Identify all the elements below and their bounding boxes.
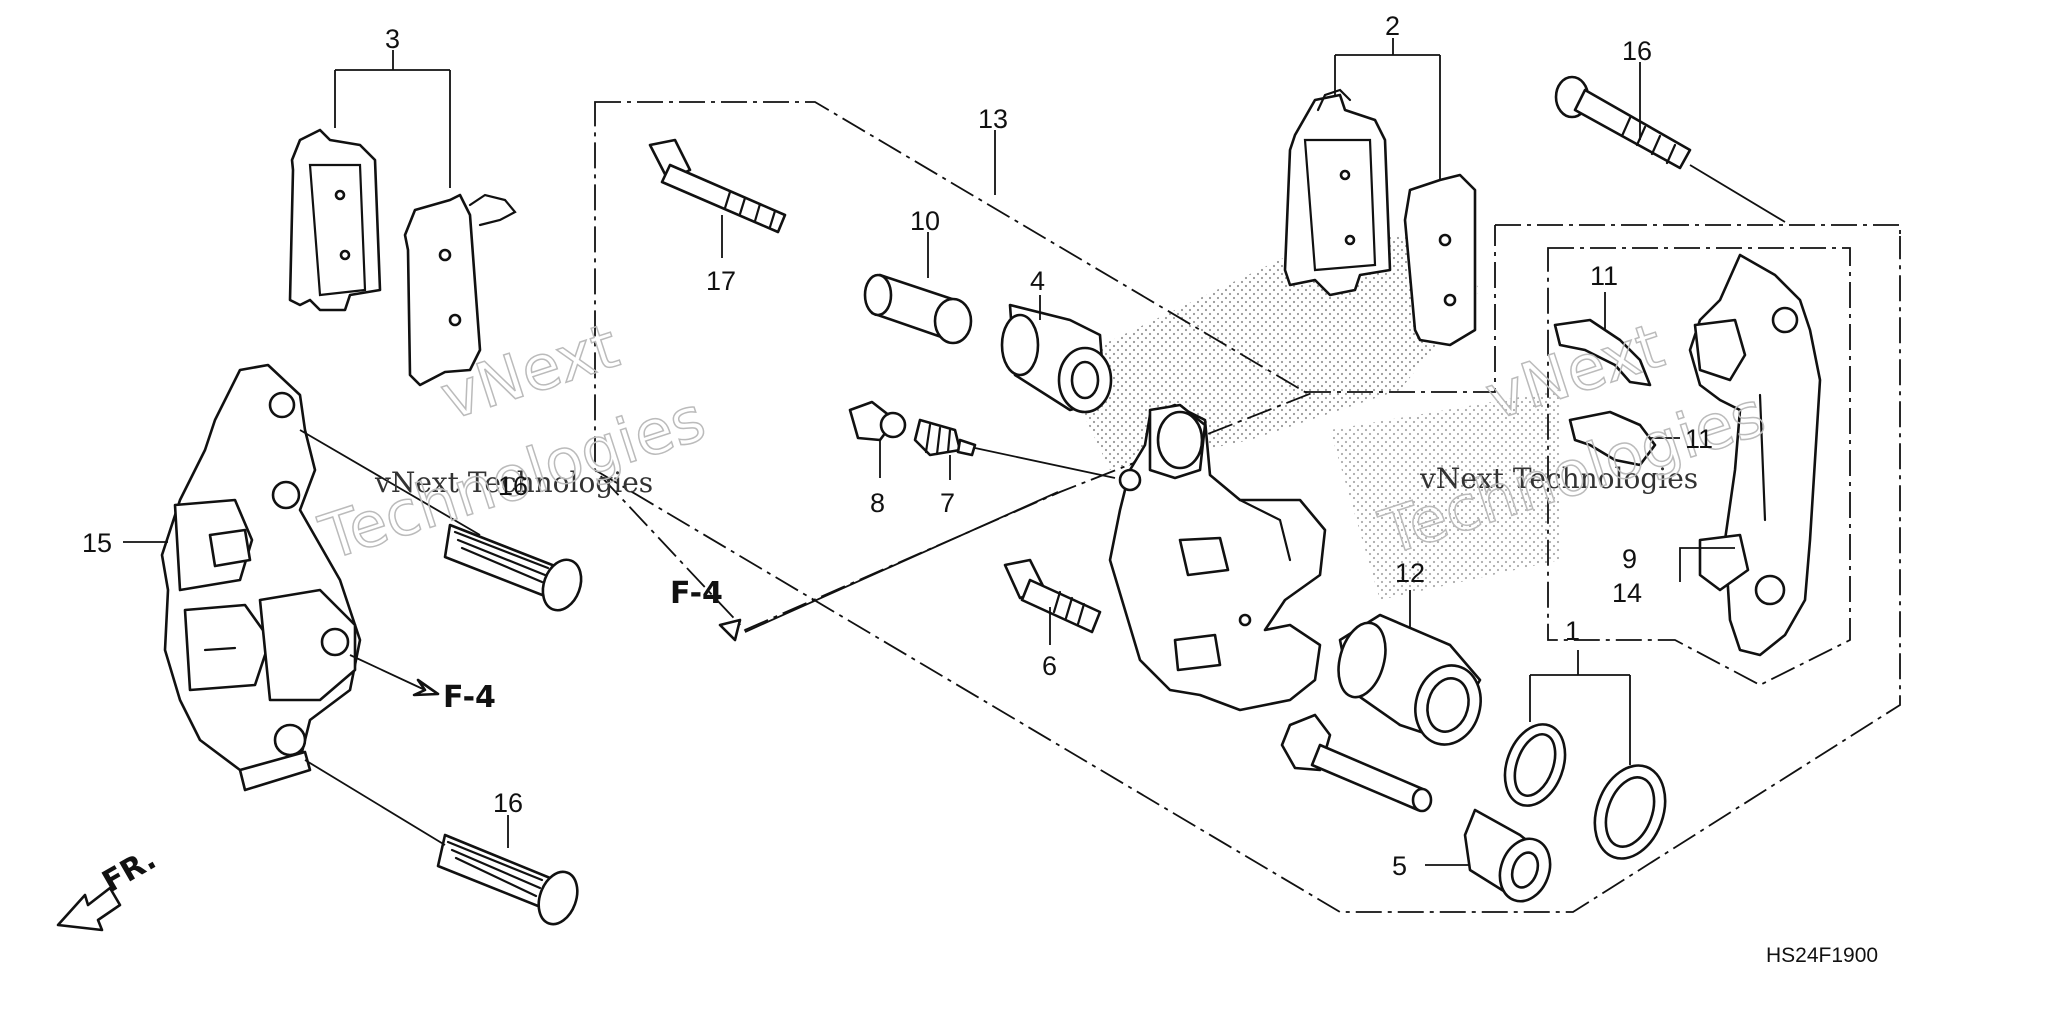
caliper-body-13[interactable] <box>1108 403 1327 712</box>
callout-16-upper-right: 16 <box>1622 36 1652 66</box>
piston-seal-set-1[interactable] <box>1494 716 1677 868</box>
reference-labels: F-4 F-4 FR. HS24F1900 <box>97 576 1879 967</box>
bolt-16-upper-right[interactable] <box>1554 75 1692 170</box>
callout-7: 7 <box>940 488 955 518</box>
slide-pin-5[interactable] <box>1280 713 1558 908</box>
callout-16-left-lower: 16 <box>493 788 523 818</box>
front-direction-arrow-icon <box>56 886 122 932</box>
bolt-6[interactable] <box>1003 558 1102 634</box>
bleeder-cap-8[interactable] <box>848 400 907 442</box>
pad-spring-clip-11-lower[interactable] <box>1568 410 1657 467</box>
callout-11-upper: 11 <box>1590 261 1618 291</box>
callout-16-left-upper: 16 <box>498 471 528 501</box>
watermark-text-left: vNext Technologies <box>374 466 653 499</box>
drawing-code: HS24F1900 <box>1766 944 1878 967</box>
bolt-17[interactable] <box>648 138 787 234</box>
callout-12: 12 <box>1395 558 1425 588</box>
callout-8: 8 <box>870 488 885 518</box>
callout-17: 17 <box>706 266 736 296</box>
leader-lines <box>123 38 1786 866</box>
callout-2: 2 <box>1385 11 1400 41</box>
bracket-outline-9-14 <box>1547 247 1851 687</box>
callout-15: 15 <box>82 528 112 558</box>
caliper-assembly-15[interactable] <box>160 363 362 792</box>
callout-9: 9 <box>1622 544 1637 574</box>
brake-pad-set-3[interactable] <box>288 128 517 387</box>
callout-10: 10 <box>910 206 940 236</box>
callout-11-lower: 11 <box>1685 424 1713 454</box>
bolt-16-lower-left[interactable] <box>436 833 584 930</box>
callout-4: 4 <box>1030 266 1045 296</box>
callout-14: 14 <box>1612 578 1642 608</box>
pin-sleeve-10[interactable] <box>863 273 973 345</box>
piston-12[interactable] <box>1331 613 1489 752</box>
watermark-text-right: vNext Technologies <box>1419 462 1698 495</box>
reference-label-center: F-4 <box>670 576 723 611</box>
bolt-16-upper-left[interactable] <box>443 523 588 616</box>
bleeder-screw-7[interactable] <box>913 418 977 457</box>
pad-bracket-outline-2 <box>1305 225 1496 393</box>
callout-5: 5 <box>1392 851 1407 881</box>
callout-13: 13 <box>978 104 1008 134</box>
callout-3: 3 <box>385 24 400 54</box>
callout-labels: 1 2 3 4 5 6 7 8 9 14 10 11 11 12 13 15 1… <box>82 11 1713 881</box>
callout-1: 1 <box>1565 616 1580 646</box>
reference-label-left: F-4 <box>443 680 496 715</box>
pin-boot-4[interactable] <box>1000 303 1113 414</box>
callout-6: 6 <box>1042 651 1057 681</box>
brake-pad-set-2[interactable] <box>1283 88 1477 347</box>
